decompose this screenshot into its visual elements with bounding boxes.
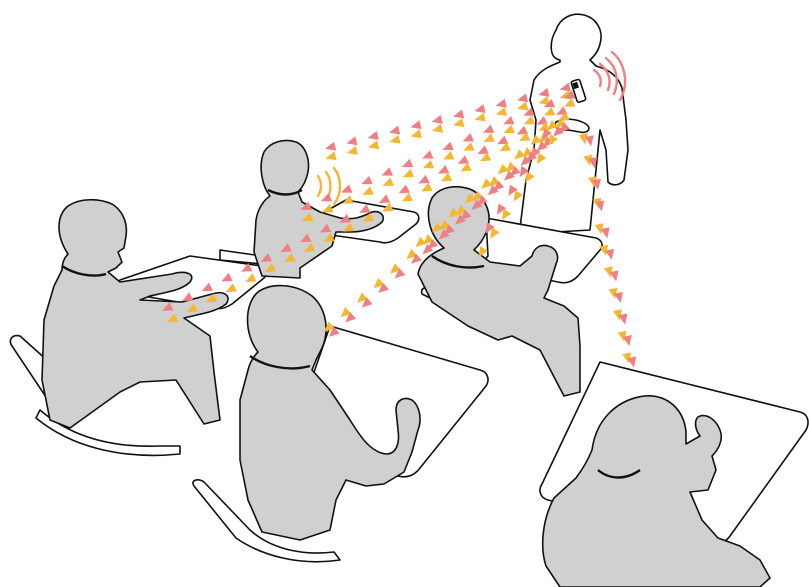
arrowhead-icon-student-center-back-36 xyxy=(321,193,332,201)
arrowhead-icon-student-center-back-7 xyxy=(410,120,421,129)
arrowhead-icon-student-left-60 xyxy=(399,185,410,194)
arrowhead-icon-student-right-middle-151 xyxy=(514,190,523,201)
arrowhead-icon-student-center-back-45 xyxy=(423,160,434,168)
arrowhead-icon-student-center-back-31 xyxy=(422,150,433,158)
arrowhead-icon-student-right-middle-154 xyxy=(479,246,488,257)
arrowhead-icon-student-center-back-20 xyxy=(389,135,400,144)
arrowhead-icon-student-left-59 xyxy=(418,175,429,184)
arrowhead-icon-student-center-back-28 xyxy=(483,125,494,133)
arrowhead-icon-student-center-back-42 xyxy=(483,134,494,142)
arrowhead-icon-student-front-right-171 xyxy=(605,249,614,260)
arrowhead-icon-student-front-right-170 xyxy=(601,227,610,238)
arrowhead-icon-student-center-back-48 xyxy=(362,186,373,194)
arrowhead-icon-student-right-middle-152 xyxy=(502,209,511,220)
arrowhead-icon-student-center-back-34 xyxy=(361,176,372,184)
arrowhead-icon-student-center-back-2 xyxy=(517,93,528,102)
arrowhead-icon-student-center-back-43 xyxy=(463,142,474,150)
arrowhead-icon-student-center-back-10 xyxy=(346,136,357,145)
arrowhead-icon-student-center-back-46 xyxy=(403,169,414,177)
arrowhead-icon-student-center-back-19 xyxy=(411,129,422,138)
arrowhead-icon-student-center-back-47 xyxy=(383,178,394,186)
arrowhead-icon-student-center-back-3 xyxy=(496,99,507,108)
arrowhead-icon-student-center-back-32 xyxy=(402,159,413,167)
arrowhead-icon-student-center-back-33 xyxy=(382,167,393,175)
arrowhead-icon-student-center-back-11 xyxy=(325,142,336,151)
arrowhead-icon-student-center-back-16 xyxy=(475,113,486,122)
arrowhead-icon-student-center-back-6 xyxy=(432,115,443,124)
arrowhead-icon-student-center-back-35 xyxy=(341,184,352,192)
arrowhead-icon-student-center-back-49 xyxy=(342,195,353,203)
arrowhead-icon-student-left-80 xyxy=(421,183,432,192)
arrowhead-icon-student-left-57 xyxy=(458,155,469,164)
arrowhead-icon-student-center-back-21 xyxy=(368,140,379,149)
arrowhead-icon-student-left-79 xyxy=(441,173,452,182)
arrowhead-icon-student-left-61 xyxy=(379,194,390,203)
arrowhead-icon-student-center-back-18 xyxy=(432,124,443,133)
arrowhead-icon-student-right-middle-127 xyxy=(498,164,509,174)
arrowhead-icon-student-center-back-29 xyxy=(463,133,474,141)
arrowhead-icon-student-center-back-5 xyxy=(453,110,464,119)
arrowhead-icon-student-front-right-172 xyxy=(610,270,619,281)
teacher-figure xyxy=(520,14,628,232)
arrowhead-icon-student-center-back-22 xyxy=(347,146,358,155)
arrowhead-icon-student-center-back-40 xyxy=(524,116,535,124)
arrowhead-icon-student-left-81 xyxy=(402,193,413,202)
arrowhead-icon-student-center-back-14 xyxy=(517,102,528,111)
student-left xyxy=(10,200,228,456)
arrowhead-icon-student-front-right-162 xyxy=(595,201,604,212)
arrowhead-icon-student-right-middle-126 xyxy=(514,149,525,159)
arrowhead-icon-student-left-58 xyxy=(438,165,449,174)
arrowhead-icon-student-right-middle-128 xyxy=(481,178,492,188)
arrowhead-icon-student-left-78 xyxy=(460,163,471,172)
arrowhead-icon-student-center-back-9 xyxy=(368,131,379,140)
arrowhead-icon-student-center-back-44 xyxy=(443,151,454,159)
arrowhead-icon-student-center-back-15 xyxy=(496,107,507,116)
arrowhead-icon-student-center-back-23 xyxy=(325,151,336,160)
arrowhead-icon-student-center-back-4 xyxy=(474,104,485,113)
arrowhead-icon-student-center-back-17 xyxy=(453,118,464,127)
arrowhead-icon-student-right-middle-132 xyxy=(415,237,426,247)
arrowhead-icon-student-center-back-41 xyxy=(504,125,515,133)
arrowhead-icon-student-center-back-30 xyxy=(442,142,453,150)
arrowhead-icon-student-center-back-27 xyxy=(503,116,514,124)
arrowhead-icon-student-center-back-8 xyxy=(389,126,400,135)
